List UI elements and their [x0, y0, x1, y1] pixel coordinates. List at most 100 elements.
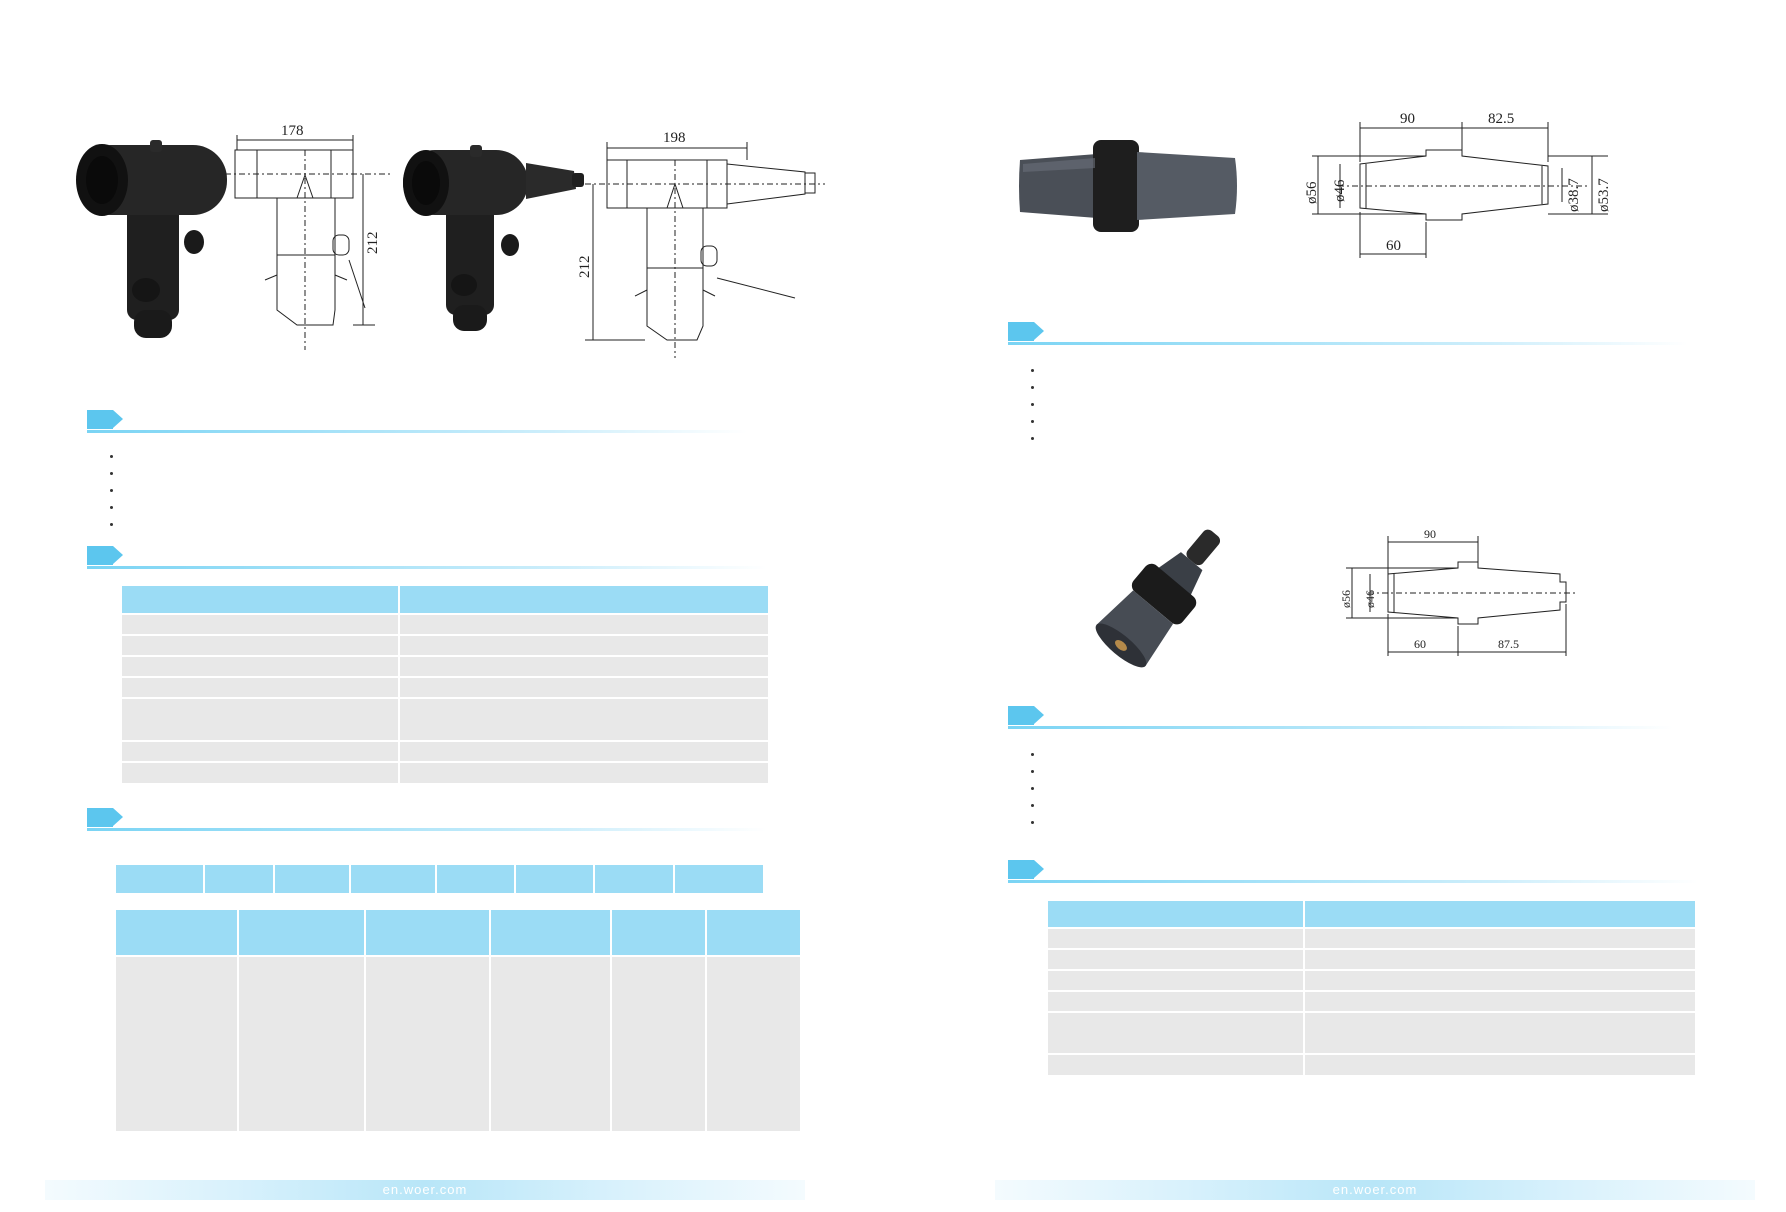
- section-tag-arrow: [113, 546, 123, 564]
- table-header-cell: [398, 586, 768, 614]
- dimension-dia-53-7: ø53.7: [1596, 178, 1612, 212]
- dimension-87-5: 87.5: [1498, 637, 1519, 651]
- section-underline: [1008, 726, 1673, 729]
- section-tag-arrow: [113, 808, 123, 826]
- list-item: [1031, 746, 1631, 763]
- dimension-212-b: 212: [577, 256, 593, 279]
- list-item: [1031, 780, 1631, 797]
- table-header-cell: [349, 865, 436, 893]
- dimension-90-b: 90: [1424, 527, 1436, 541]
- features-list-a: [1031, 362, 1631, 447]
- model-strip-table: [116, 865, 763, 893]
- spec-table-right: [1048, 901, 1695, 1075]
- section-tag-arrow: [1034, 860, 1044, 878]
- list-item: [110, 465, 710, 482]
- list-item: [1031, 362, 1631, 379]
- table-row: [1048, 969, 1695, 991]
- section-underline: [1008, 342, 1688, 345]
- table-row: [116, 955, 800, 1131]
- dimension-198: 198: [663, 130, 686, 146]
- features-list: [110, 448, 710, 533]
- table-header-cell: [489, 910, 611, 956]
- section-tag: [1008, 860, 1034, 879]
- list-item: [1031, 797, 1631, 814]
- table-header-cell: [237, 910, 365, 956]
- dimension-dia-46-b: ø46: [1363, 590, 1377, 608]
- table-header-cell: [610, 910, 706, 956]
- technical-drawing-t-connector: 178 212: [225, 120, 390, 350]
- list-item: [1031, 430, 1631, 447]
- section-header-technical-parameters: [87, 546, 767, 569]
- table-header-cell: [364, 910, 490, 956]
- table-row: [1048, 990, 1695, 1012]
- list-item: [1031, 379, 1631, 396]
- dimension-dia-56: ø56: [1304, 181, 1320, 204]
- section-underline: [1008, 880, 1698, 883]
- section-header-model-selection: [87, 808, 767, 831]
- table-row: [122, 634, 768, 656]
- table-header-cell: [122, 586, 399, 614]
- technical-drawing-bushing-b: 90 ø56 ø46 60 87.5: [1338, 527, 1588, 658]
- dimension-178: 178: [281, 123, 304, 139]
- section-tag-arrow: [113, 410, 123, 428]
- table-row: [122, 697, 768, 741]
- dimension-60: 60: [1386, 238, 1401, 254]
- section-tag-arrow: [1034, 322, 1044, 340]
- table-row: [122, 740, 768, 762]
- product-photo-bushing: [1015, 138, 1240, 233]
- table-header-cell: [273, 865, 350, 893]
- spec-table: [122, 586, 768, 783]
- dimension-82-5: 82.5: [1488, 111, 1514, 127]
- technical-drawing-bushing-a: 90 82.5 ø56 ø46 ø38.7 ø53.7 60: [1298, 111, 1643, 267]
- table-row: [1048, 1053, 1695, 1075]
- section-underline: [87, 430, 747, 433]
- footer-left: en.woer.com: [45, 1180, 805, 1200]
- section-header-features-b: [1008, 706, 1673, 729]
- footer-url: en.woer.com: [1332, 1182, 1418, 1197]
- dimension-dia-38-7: ø38.7: [1566, 178, 1582, 212]
- table-header-cell: [435, 865, 515, 893]
- section-underline: [87, 566, 767, 569]
- dimension-dia-56-b: ø56: [1339, 590, 1353, 608]
- table-row: [122, 655, 768, 677]
- section-tag: [87, 808, 113, 827]
- table-header-cell: [203, 865, 274, 893]
- list-item: [1031, 413, 1631, 430]
- table-row: [122, 761, 768, 783]
- list-item: [110, 448, 710, 465]
- section-header-features: [87, 410, 747, 433]
- footer-right: en.woer.com: [995, 1180, 1755, 1200]
- section-underline: [87, 828, 767, 831]
- table-header-cell: [705, 910, 800, 956]
- section-header-technical-parameters-right: [1008, 860, 1698, 883]
- table-header-cell: [514, 865, 594, 893]
- list-item: [110, 499, 710, 516]
- dimension-60-b: 60: [1414, 637, 1426, 651]
- dimension-table: [116, 910, 800, 1131]
- section-tag: [1008, 322, 1034, 341]
- list-item: [1031, 763, 1631, 780]
- section-header-features-a: [1008, 322, 1688, 345]
- section-tag: [1008, 706, 1034, 725]
- table-row: [122, 613, 768, 635]
- list-item: [1031, 814, 1631, 831]
- table-header-cell: [1048, 901, 1304, 928]
- list-item: [110, 516, 710, 533]
- dimension-212: 212: [365, 232, 381, 255]
- dimension-dia-46: ø46: [1332, 179, 1348, 202]
- list-item: [1031, 396, 1631, 413]
- table-header-cell: [116, 910, 238, 956]
- table-header-cell: [116, 865, 204, 893]
- technical-drawing-t-connector-with-bushing: 198 212: [577, 128, 830, 358]
- table-row: [122, 676, 768, 698]
- table-header-cell: [1303, 901, 1695, 928]
- features-list-b: [1031, 746, 1631, 831]
- dimension-90: 90: [1400, 111, 1415, 127]
- table-row: [1048, 1011, 1695, 1054]
- table-header-cell: [673, 865, 763, 893]
- section-tag-arrow: [1034, 706, 1044, 724]
- product-photo-t-connector-with-bushing: [398, 145, 588, 335]
- table-header-cell: [593, 865, 674, 893]
- table-row: [1048, 927, 1695, 949]
- section-tag: [87, 410, 113, 429]
